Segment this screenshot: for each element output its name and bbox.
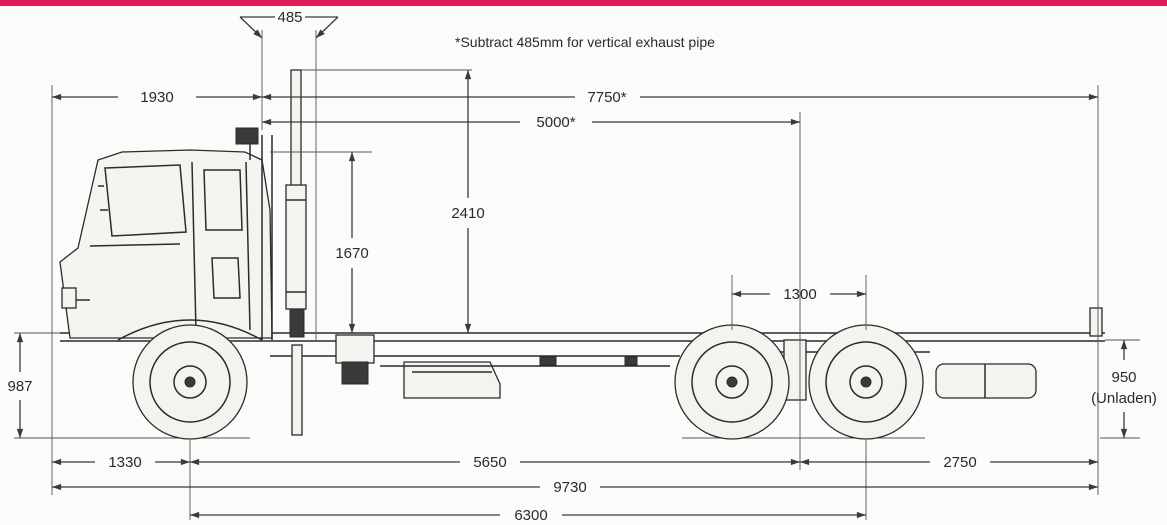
extension-lines	[14, 30, 1140, 520]
label-485: 485	[277, 9, 302, 26]
label-5000: 5000*	[536, 114, 575, 131]
label-9730: 9730	[553, 479, 586, 496]
label-2410: 2410	[451, 205, 484, 222]
truck-drawing	[28, 69, 1105, 440]
front-wheel	[117, 319, 263, 440]
rear-wheel-2	[808, 324, 924, 440]
label-1930: 1930	[140, 89, 173, 106]
accent-band	[0, 0, 1167, 6]
label-1670: 1670	[335, 245, 368, 262]
cab	[59, 127, 273, 340]
air-intake	[235, 127, 259, 145]
chassis-components	[335, 307, 1103, 401]
label-1330: 1330	[108, 454, 141, 471]
spare-wheel	[935, 363, 1037, 399]
label-987: 987	[7, 378, 32, 395]
label-1300: 1300	[783, 286, 816, 303]
cab-window-door	[203, 169, 243, 231]
label-unladen: (Unladen)	[1091, 390, 1157, 407]
exhaust-stack	[285, 69, 307, 436]
rear-wheel-1	[674, 324, 790, 440]
label-7750: 7750*	[587, 89, 626, 106]
label-2750: 2750	[943, 454, 976, 471]
exhaust-note: *Subtract 485mm for vertical exhaust pip…	[455, 34, 715, 50]
label-6300: 6300	[514, 507, 547, 524]
cab-window-front	[104, 164, 187, 237]
dimension-labels: *Subtract 485mm for vertical exhaust pip…	[7, 9, 1156, 524]
dimension-lines	[16, 16, 1128, 519]
label-950: 950	[1111, 369, 1136, 386]
label-5650: 5650	[473, 454, 506, 471]
